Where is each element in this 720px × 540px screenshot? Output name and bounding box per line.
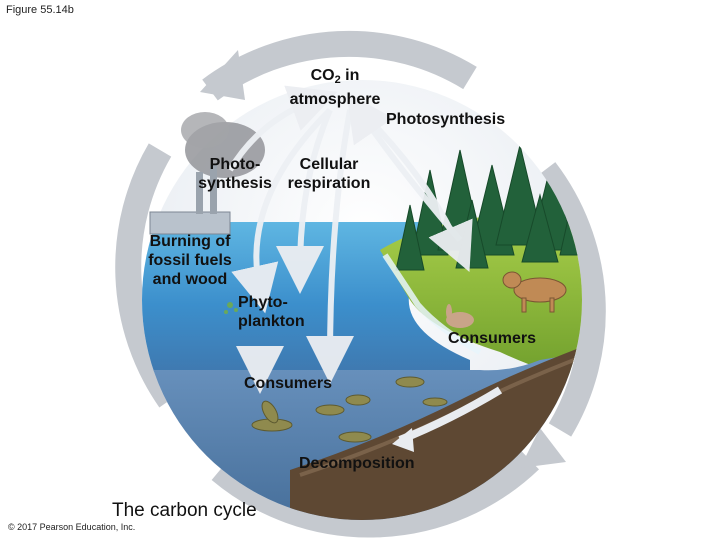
consumers-land-label: Consumers <box>448 329 536 348</box>
burning-fossil-fuels-label: Burning of fossil fuels and wood <box>140 232 240 289</box>
co2-label-suffix: in <box>341 67 360 84</box>
cellular-respiration-line2: respiration <box>288 175 371 192</box>
photosynthesis-ocean-label: Photo- synthesis <box>190 155 280 193</box>
consumers-ocean-label: Consumers <box>244 374 332 393</box>
phytoplankton-label: Phyto- plankton <box>238 293 305 331</box>
copyright-notice: © 2017 Pearson Education, Inc. <box>8 522 135 532</box>
photosynthesis-ocean-line2: synthesis <box>198 175 272 192</box>
burning-line2: fossil fuels <box>148 252 232 269</box>
co2-atmosphere-label: CO2 in atmosphere <box>280 66 390 109</box>
burning-line1: Burning of <box>150 233 231 250</box>
cellular-respiration-label: Cellular respiration <box>280 155 378 193</box>
phytoplankton-line2: plankton <box>238 313 305 330</box>
photosynthesis-ocean-line1: Photo- <box>210 156 261 173</box>
phytoplankton-line1: Phyto- <box>238 294 288 311</box>
co2-label-line2: atmosphere <box>290 91 381 108</box>
figure-caption: The carbon cycle <box>112 500 257 522</box>
photosynthesis-land-label: Photosynthesis <box>386 110 505 129</box>
co2-label-prefix: CO <box>311 67 335 84</box>
burning-line3: and wood <box>153 271 228 288</box>
decomposition-label: Decomposition <box>299 454 415 473</box>
cellular-respiration-line1: Cellular <box>300 156 359 173</box>
